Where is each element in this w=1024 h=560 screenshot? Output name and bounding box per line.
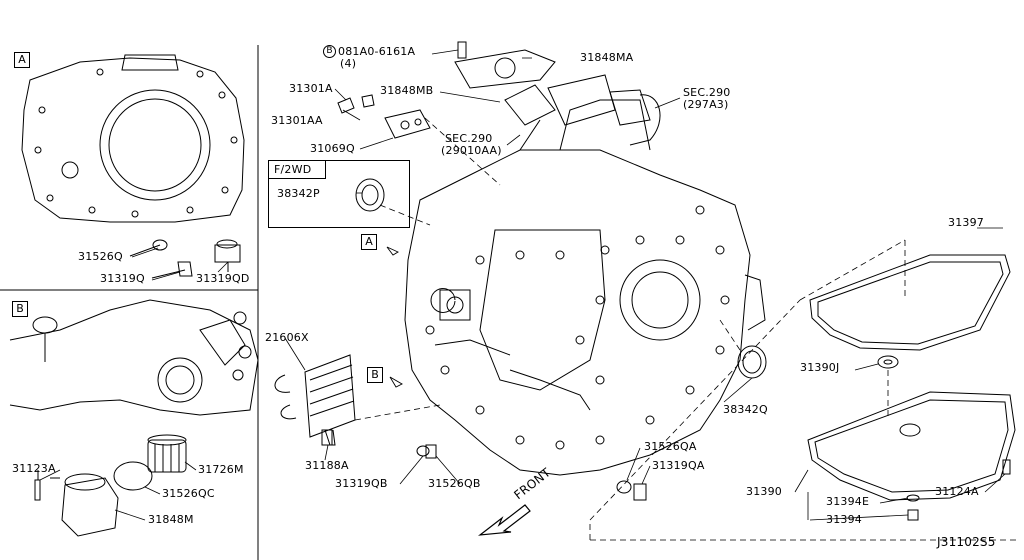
detail-b-tag: B bbox=[12, 301, 28, 317]
seal-38342P-drawing bbox=[355, 178, 385, 212]
part-31390-label: 31390 bbox=[746, 485, 782, 498]
part-31526QB-label: 31526QB bbox=[428, 477, 481, 490]
sec290-297A3-line2: (297A3) bbox=[683, 98, 729, 111]
converter-housing-drawing bbox=[21, 54, 245, 279]
front-arrow-icon bbox=[477, 504, 531, 536]
transaxle-body-drawing bbox=[404, 74, 766, 476]
circled-b-symbol: B bbox=[323, 45, 336, 58]
part-38342Q-label: 38342Q bbox=[723, 403, 768, 416]
part-31390J-label: 31390J bbox=[800, 361, 840, 374]
part-21606X-label: 21606X bbox=[265, 331, 309, 344]
filter-area-drawing bbox=[9, 299, 259, 537]
gasket-31397-drawing bbox=[809, 254, 1011, 351]
bolt-spec-code: 081A0-6161A bbox=[338, 45, 416, 58]
part-31726M-label: 31726M bbox=[198, 463, 244, 476]
oil-cooler-drawing bbox=[274, 354, 356, 446]
part-31319Q-label: 31319Q bbox=[100, 272, 145, 285]
part-31848M-label: 31848M bbox=[148, 513, 194, 526]
callout-b-tag: B bbox=[367, 367, 383, 383]
part-31394E-label: 31394E bbox=[826, 495, 870, 508]
callout-a-tag: A bbox=[361, 234, 377, 250]
part-31526Q-label: 31526Q bbox=[78, 250, 123, 263]
option-box-title: F/2WD bbox=[274, 163, 312, 176]
part-31848MA-label: 31848MA bbox=[580, 51, 634, 64]
part-31319QA-label: 31319QA bbox=[652, 459, 705, 472]
part-31301AA-label: 31301AA bbox=[271, 114, 323, 127]
part-31319QB-label: 31319QB bbox=[335, 477, 388, 490]
part-31526QA-label: 31526QA bbox=[644, 440, 697, 453]
sec290-297A3-line1: SEC.290 bbox=[683, 86, 731, 99]
sec290-29010AA-line1: SEC.290 bbox=[445, 132, 493, 145]
oil-pan-drawing bbox=[807, 391, 1016, 501]
bolt-spec-qty: (4) bbox=[340, 57, 357, 70]
detail-a-tag: A bbox=[14, 52, 30, 68]
part-31526QC-label: 31526QC bbox=[162, 487, 215, 500]
part-31394-label: 31394 bbox=[826, 513, 862, 526]
part-31319QD-label: 31319QD bbox=[196, 272, 250, 285]
part-38342P-label: 38342P bbox=[277, 187, 320, 200]
part-31848MB-label: 31848MB bbox=[380, 84, 434, 97]
part-31301A-label: 31301A bbox=[289, 82, 333, 95]
part-31397-label: 31397 bbox=[948, 216, 984, 229]
part-31123A-label: 31123A bbox=[12, 462, 56, 475]
part-31069Q-label: 31069Q bbox=[310, 142, 355, 155]
sec290-29010AA-line2: (29010AA) bbox=[441, 144, 502, 157]
option-box: F/2WD 38342P bbox=[268, 160, 410, 228]
diagram-id: J31102S5 bbox=[937, 535, 996, 549]
part-31188A-label: 31188A bbox=[305, 459, 349, 472]
part-31124A-label: 31124A bbox=[935, 485, 979, 498]
